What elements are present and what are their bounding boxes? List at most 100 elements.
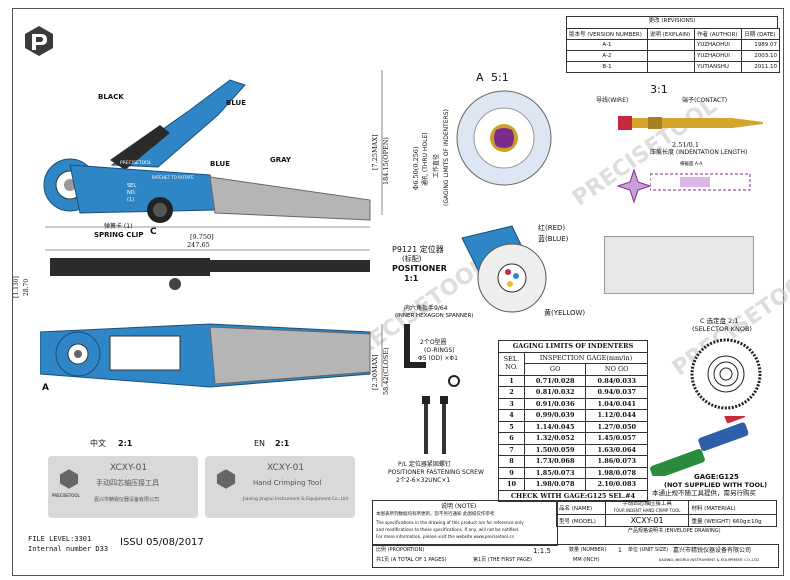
inspection-mini-table (604, 236, 754, 294)
contact-label: 端子(CONTACT) (682, 97, 728, 104)
label-company: 嘉兴市精锐仪器设备有限公司 (94, 497, 160, 503)
company-en: JIAXING JINGRUI INSTRUMENT & EQUIPMENT C… (659, 557, 759, 562)
cn-ratio: 2:1 (118, 439, 133, 448)
color-label-gray: GRAY (270, 156, 291, 164)
screw-en: POSITIONER FASTENING SCREW (388, 469, 484, 476)
no-label: NO. (127, 190, 137, 196)
sel-header: SEL. (503, 355, 520, 364)
gaging-go: 1.50/0.059 (523, 443, 587, 456)
section-label: 横截面 A-A (680, 162, 703, 167)
qty-value: 1 (618, 547, 622, 554)
gaging-nogo: 1.12/0.044 (585, 409, 648, 422)
gaging-sel: 6 (498, 432, 525, 445)
dim-height: [7.25MAX] (371, 134, 379, 170)
revision-cell: YUZHAOHUI (693, 39, 743, 51)
weight-value: 660g±10g (732, 518, 762, 525)
screw-spec: 2个2-6×32UNC×1 (396, 477, 451, 484)
revision-header: 日期 (DATE) (741, 28, 780, 40)
color-label-blue: BLUE (210, 160, 231, 168)
note-en-line: and modifications to these specification… (376, 527, 520, 532)
dim-thick: [1.130] (13, 276, 20, 298)
detail-31-ratio: 3:1 (650, 83, 668, 96)
o-ring-icon (448, 375, 460, 387)
issu-date: ISSU 05/08/2017 (120, 537, 204, 548)
gaging-sel: 2 (498, 386, 525, 399)
letter-c: C (150, 227, 157, 237)
unit-label: 单位 (UNIT SIZE) (628, 547, 669, 553)
precisetool-logo-icon (59, 469, 79, 489)
positioner-std: (标配) (402, 255, 422, 263)
model-label: 型号 (MODEL) (556, 514, 606, 528)
dim-side: [2.30MAX] (371, 354, 379, 390)
positioner-ratio: 1:1 (404, 274, 419, 283)
gage-note: (NOT SUPPLIED WITH TOOL) (664, 481, 768, 489)
gaging-en: (GAGING LIMITS OF INDENTERS) (443, 109, 450, 206)
gage-name: GAGE:G125 (694, 473, 739, 481)
wire-label: 导线(WIRE) (596, 97, 629, 104)
drawing-label: 产品规格说明书 (ENVELOPE DRAWING) (628, 528, 721, 534)
product-name-cn: 手动四芯轴压接工具 (622, 501, 672, 507)
label-product-name: 手动四芯轴压接工具 (96, 479, 159, 487)
scale-label: 比例 (PROPORTION) (376, 547, 425, 553)
spring-clip-cn: 弹簧卡 (1) (104, 223, 133, 230)
gaging-nogo: 1.63/0.064 (585, 443, 648, 456)
gaging-sel: 10 (498, 478, 525, 491)
brand-small: PRECISETOOL (120, 161, 152, 166)
unit-value: MM (INCH) (573, 557, 600, 563)
revision-cell (646, 50, 695, 62)
spanner-cn: 内六角扳手9/64 (404, 305, 448, 312)
internal-number: Internal number D33 (28, 545, 109, 553)
gaging-cn: 工作直径 (433, 153, 440, 178)
gaging-table: GAGING LIMITS OF INDENTERS SEL.NO. INSPE… (498, 340, 649, 502)
gaging-nogo: 0.84/0.033 (585, 374, 648, 387)
drawing-frame (12, 8, 784, 576)
selector-knob-drawing (690, 338, 762, 410)
name-label: 品名 (NAME) (556, 499, 606, 516)
gaging-go: 0.99/0.039 (523, 409, 587, 422)
note-box: 说明 (NOTE) 本图表所列数据均有所更新，恕不另行通知 此图纸仅作参考 Th… (372, 500, 558, 546)
gaging-nogo: 0.94/0.037 (585, 386, 648, 399)
section-drawing (616, 168, 652, 204)
gaging-go: 1.98/0.078 (523, 478, 587, 491)
weight-label: 重量 (WEIGHT) (691, 518, 731, 525)
gaging-nogo: 1.04/0.041 (585, 397, 648, 410)
detail-a-ratio: 5:1 (491, 71, 509, 84)
dim-height-mm: 184.15(OPEN) (382, 137, 390, 185)
gaging-go: 1.73/0.068 (523, 455, 587, 468)
revision-cell: YUTIANSHU (693, 61, 743, 73)
label-product-name: Hand Crimping Tool (253, 479, 322, 487)
detail-a-drawing (456, 90, 552, 186)
revision-header: 作者 (AUTHOR) (693, 28, 743, 40)
gaging-sel: 5 (498, 420, 525, 433)
revision-table: 更改 (REVISIONS) 版本号 (VERSION NUMBER) 说明 (… (566, 16, 780, 73)
en-ratio: 2:1 (275, 439, 290, 448)
label-model: XCXY-01 (110, 463, 148, 473)
positioner-drawing (461, 225, 547, 313)
red-label: 红(RED) (538, 224, 566, 232)
gaging-go: 1.85/0.073 (523, 466, 587, 479)
cn-scale: 中文 (90, 439, 106, 448)
nogo-header: NO GO (585, 363, 648, 376)
label-model: XCXY-01 (267, 463, 305, 473)
revision-cell: YUZHAOHUI (693, 50, 743, 62)
gaging-go: 0.91/0.036 (523, 397, 587, 410)
gaging-nogo: 1.86/0.073 (585, 455, 648, 468)
revision-cell: A-2 (566, 50, 648, 62)
color-label-black: BLACK (98, 93, 124, 101)
positioner-model: P9121 定位器 (392, 245, 444, 254)
yellow-label: 黄(YELLOW) (544, 309, 586, 317)
screw-cn: P/L 定位器紧固螺钉 (398, 461, 451, 468)
dim-side-mm: 58.42(CLOSE) (382, 347, 390, 396)
revision-cell: 1989.07 (741, 39, 780, 51)
revision-header: 版本号 (VERSION NUMBER) (566, 28, 648, 40)
file-level: FILE LEVEL:3301 (28, 535, 92, 543)
gaging-go: 0.81/0.032 (523, 386, 587, 399)
gaging-sel: 7 (498, 443, 525, 456)
go-header: GO (523, 363, 587, 376)
